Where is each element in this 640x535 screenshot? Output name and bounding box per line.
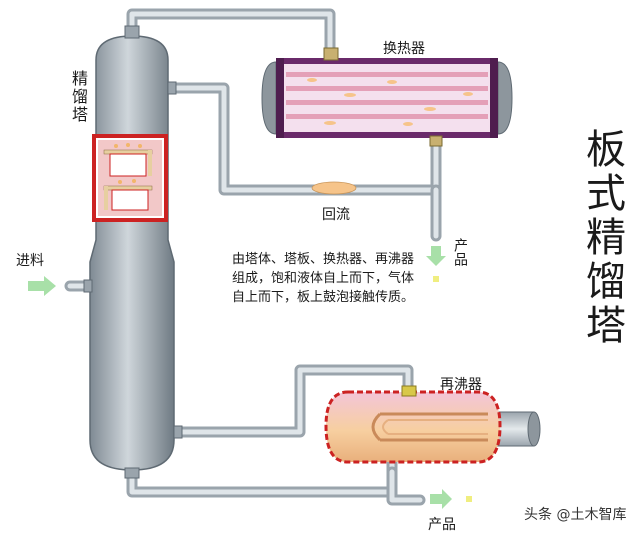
watermark: 头条 @土木智库 (524, 507, 627, 523)
feed-arrow (28, 276, 56, 296)
feed-label: 进料 (16, 253, 44, 269)
heat-exchanger (261, 47, 513, 147)
tower-label: 精馏塔 (69, 70, 88, 124)
tray-cutaway (92, 134, 168, 222)
distillation-column (83, 25, 183, 479)
top-product-label: 产品 (452, 238, 468, 266)
pipe-bottom-product (386, 466, 426, 506)
reflux-label: 回流 (322, 207, 350, 223)
reboiler-label: 再沸器 (440, 377, 482, 393)
bottom-product-arrow (430, 489, 452, 509)
bottom-product-label: 产品 (428, 517, 456, 533)
reflux-liquid (311, 181, 357, 195)
description-text: 由塔体、塔板、换热器、再沸器组成，饱和液体自上而下，气体自上而下，板上鼓泡接触传… (232, 252, 415, 305)
page-title: 板式精馏塔 (579, 128, 625, 348)
top-product-arrow (426, 246, 446, 266)
flow-arrows (28, 246, 472, 509)
heat-exchanger-label: 换热器 (383, 41, 425, 57)
reboiler (324, 385, 541, 464)
